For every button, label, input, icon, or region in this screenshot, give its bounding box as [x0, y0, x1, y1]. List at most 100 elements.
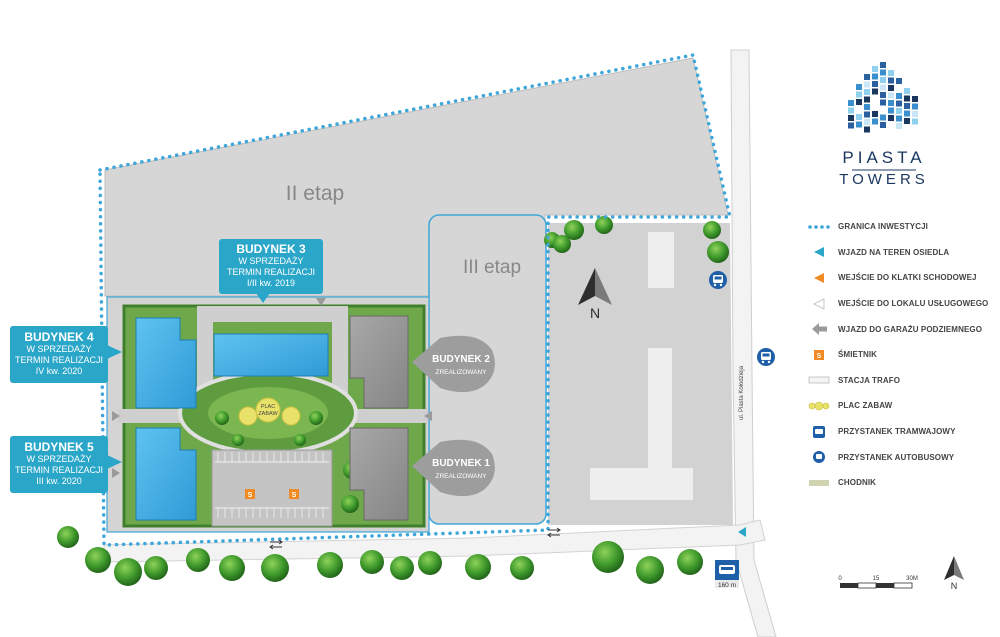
- bin-label-1: S: [248, 492, 253, 499]
- building-4-term-label: TERMIN REALIZACJI: [14, 355, 103, 365]
- north-small-label: N: [951, 581, 958, 591]
- legend-item: PRZYSTANEK AUTOBUSOWY: [806, 444, 996, 470]
- legend-label: WJAZD NA TEREN OSIEDLA: [838, 247, 950, 257]
- building-2[interactable]: [349, 315, 409, 409]
- road-right: [730, 49, 777, 637]
- building-5-callout-tail: [107, 455, 122, 469]
- building-3-callout-tail: [256, 293, 270, 303]
- building-3-callout[interactable]: BUDYNEK 3 W SPRZEDAŻY TERMIN REALIZACJI …: [219, 239, 323, 294]
- tram-distance: 160 m: [718, 582, 736, 589]
- building-2-callout[interactable]: BUDYNEK 2 ZREALIZOWANY: [412, 335, 495, 393]
- building-5-status: W SPRZEDAŻY: [26, 454, 92, 464]
- garage-entry-arrow-icon: [812, 323, 827, 336]
- tree: [219, 555, 245, 581]
- traffic-arrows: [269, 527, 561, 550]
- building-5[interactable]: [135, 427, 197, 521]
- logo-line-2: TOWERS: [839, 171, 929, 188]
- tree: [390, 556, 414, 580]
- tree: [317, 552, 343, 578]
- legend-label: WEJŚCIE DO KLATKI SCHODOWEJ: [838, 273, 977, 283]
- svg-text:ZREALIZOWANY: ZREALIZOWANY: [435, 473, 487, 480]
- building-3-term: I/II kw. 2019: [246, 278, 296, 288]
- bus-stop-icon: [813, 451, 825, 464]
- tree: [707, 241, 729, 263]
- bus-stop-icon: [709, 271, 727, 289]
- tree: [261, 554, 289, 582]
- svg-text:BUDYNEK 2: BUDYNEK 2: [432, 354, 490, 365]
- legend-label: GRANICA INWESTYCJI: [838, 222, 928, 232]
- tree: [564, 220, 584, 240]
- sidewalk-icon: [809, 479, 829, 486]
- building-4-callout-tail: [107, 345, 122, 359]
- logo-icon: [848, 62, 918, 133]
- building-4-callout[interactable]: BUDYNEK 4 W SPRZEDAŻY TERMIN REALIZACJI …: [10, 326, 108, 383]
- building-3-status: W SPRZEDAŻY: [238, 256, 304, 266]
- building-4[interactable]: [135, 317, 197, 409]
- tree: [465, 554, 491, 580]
- scale-bar: 0 15 30M: [838, 576, 918, 589]
- tree: [57, 526, 79, 548]
- svg-text:0: 0: [838, 576, 842, 582]
- legend-item: S ŚMIETNIK: [806, 342, 996, 368]
- legend-item: WJAZD DO GARAŻU PODZIEMNEGO: [806, 316, 996, 342]
- logo-line-1: PIASTA: [842, 148, 926, 167]
- transformer-icon: [808, 376, 830, 384]
- legend-label: WJAZD DO GARAŻU PODZIEMNEGO: [838, 324, 983, 334]
- building-3[interactable]: [213, 333, 329, 377]
- legend-item: PRZYSTANEK TRAMWAJOWY: [806, 419, 996, 445]
- building-5-callout[interactable]: BUDYNEK 5 W SPRZEDAŻY TERMIN REALIZACJI …: [10, 436, 108, 493]
- playground-label-2: ZABAW: [258, 411, 278, 417]
- building-5-term-label: TERMIN REALIZACJI: [14, 465, 103, 475]
- legend-label: CHODNIK: [838, 478, 877, 488]
- legend-item: WJAZD NA TEREN OSIEDLA: [806, 240, 996, 266]
- north-arrow-icon: N: [578, 268, 612, 321]
- investment-boundary: [98, 52, 733, 547]
- legend-label: ŚMIETNIK: [838, 350, 878, 360]
- east-plot: [548, 223, 733, 525]
- building-3-term-label: TERMIN REALIZACJI: [226, 267, 315, 277]
- tram-stop-icon: 160 m: [715, 560, 739, 589]
- svg-text:ZREALIZOWANY: ZREALIZOWANY: [435, 369, 487, 376]
- svg-text:BUDYNEK 1: BUDYNEK 1: [432, 458, 490, 469]
- bin-label-2: S: [292, 492, 297, 499]
- playground-label-1: PLAC: [261, 404, 275, 410]
- north-arrow-small-icon: N: [944, 556, 964, 591]
- building-4-title: BUDYNEK 4: [24, 330, 94, 344]
- building-1[interactable]: [349, 427, 409, 521]
- tree: [703, 221, 721, 239]
- tree: [592, 541, 624, 573]
- tree: [186, 548, 210, 572]
- legend-label: STACJA TRAFO: [838, 375, 901, 385]
- legend-item: WEJŚCIE DO KLATKI SCHODOWEJ: [806, 265, 996, 291]
- legend-label: PRZYSTANEK TRAMWAJOWY: [838, 427, 956, 437]
- tree: [595, 216, 613, 234]
- legend-item: WEJŚCIE DO LOKALU USŁUGOWEGO: [806, 291, 996, 317]
- north-label: N: [590, 305, 600, 321]
- building-5-title: BUDYNEK 5: [24, 440, 94, 454]
- legend-item: GRANICA INWESTYCJI: [806, 214, 996, 240]
- site-entry-icon: [738, 527, 746, 537]
- legend-label: PLAC ZABAW: [838, 401, 893, 411]
- street-label: ul. Piasta Kołodzieja: [739, 365, 745, 420]
- building-1-callout[interactable]: BUDYNEK 1 ZREALIZOWANY: [412, 439, 495, 497]
- bus-stop-icon: [757, 348, 775, 366]
- svg-text:30M: 30M: [906, 576, 918, 582]
- legend-item: PLAC ZABAW: [806, 393, 996, 419]
- svg-text:S: S: [817, 353, 822, 360]
- tree: [677, 549, 703, 575]
- legend-item: STACJA TRAFO: [806, 368, 996, 394]
- tree: [144, 556, 168, 580]
- service-entry-icon: [813, 297, 825, 310]
- legend-item: CHODNIK: [806, 470, 996, 496]
- building-3-title: BUDYNEK 3: [236, 242, 306, 256]
- building-4-status: W SPRZEDAŻY: [26, 344, 92, 354]
- tree: [360, 550, 384, 574]
- stage-2-label: II etap: [286, 182, 344, 205]
- building-5-term: III kw. 2020: [36, 476, 82, 486]
- legend-label: WEJŚCIE DO LOKALU USŁUGOWEGO: [838, 299, 989, 309]
- legend: GRANICA INWESTYCJI WJAZD NA TEREN OSIEDL…: [806, 214, 996, 496]
- tree: [85, 547, 111, 573]
- trash-bins: S S: [245, 489, 299, 499]
- tree: [510, 556, 534, 580]
